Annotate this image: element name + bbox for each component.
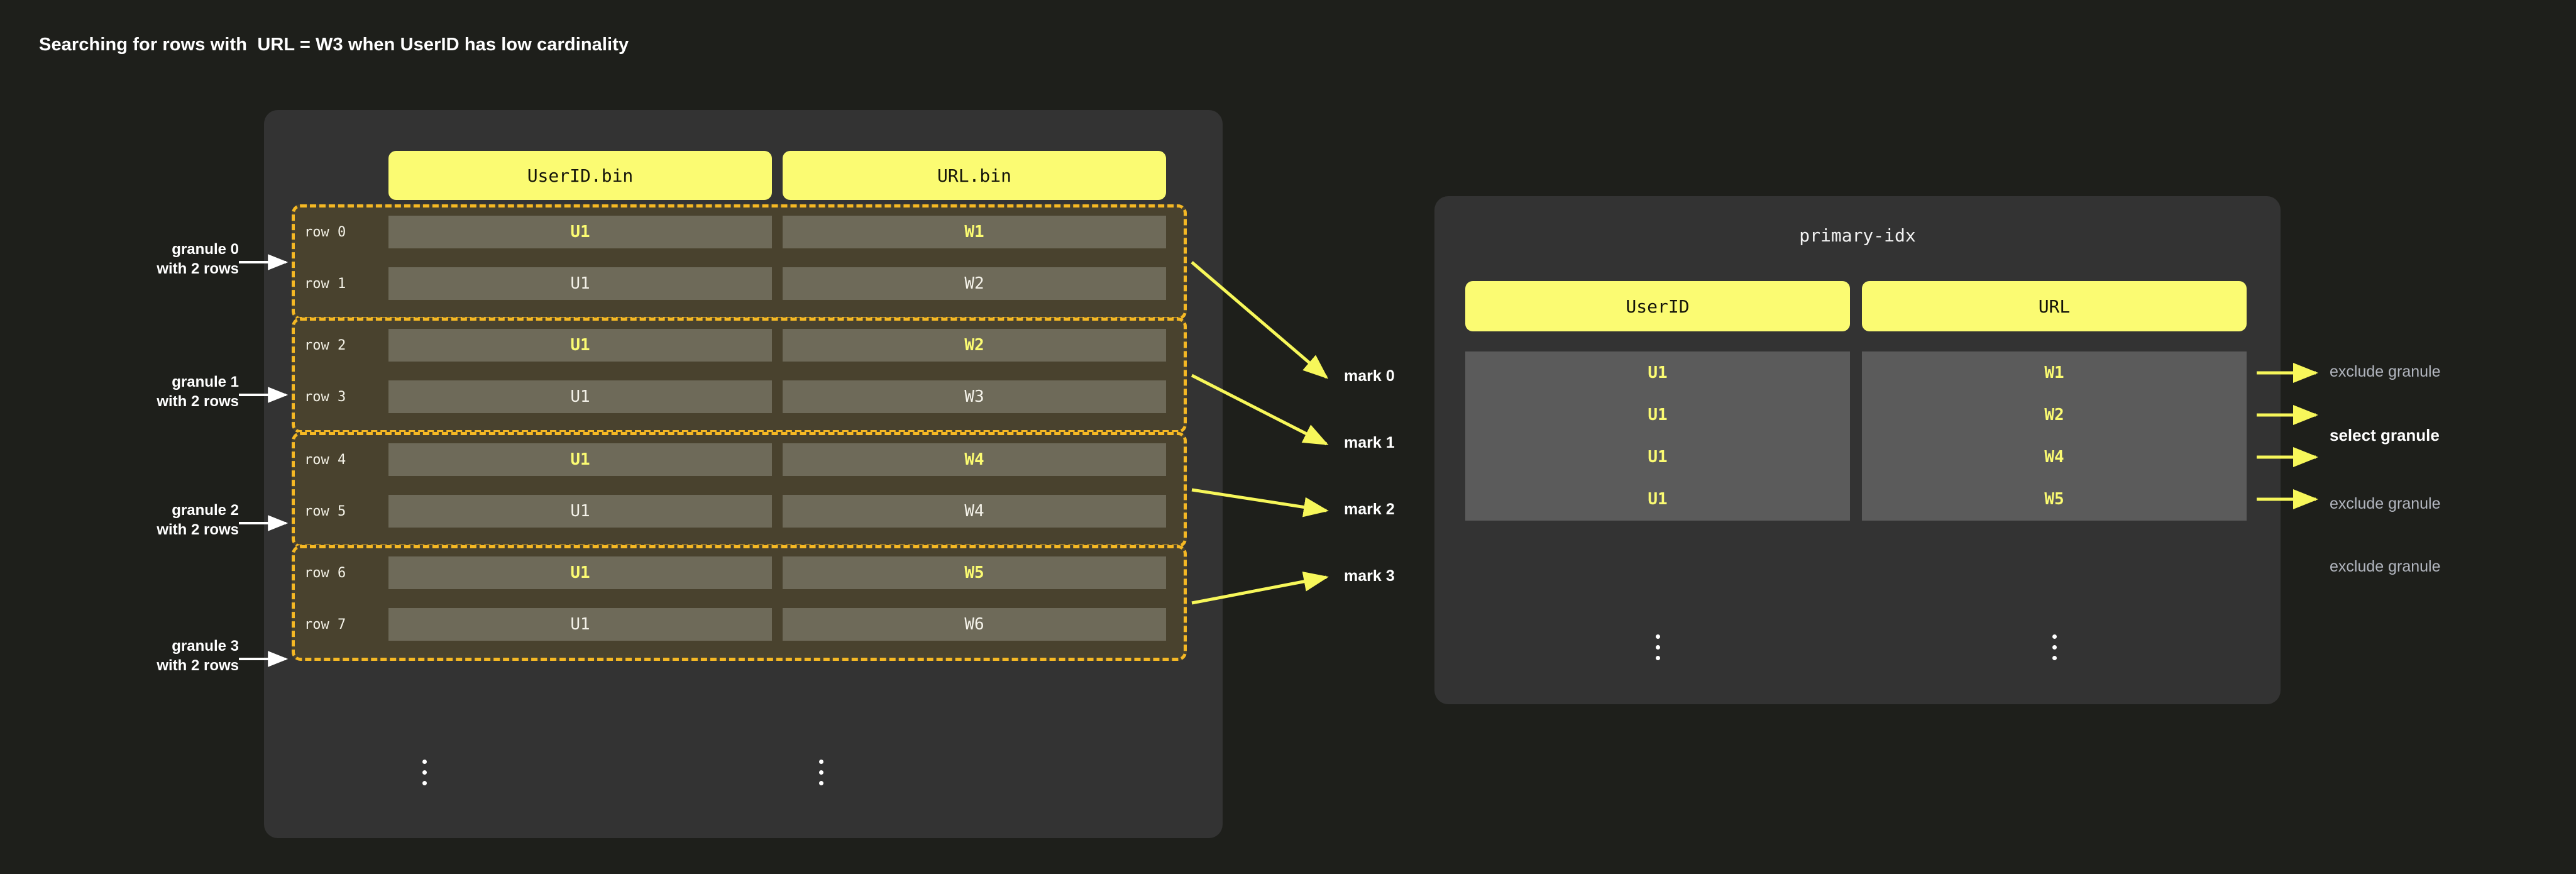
page-title: Searching for rows with URL = W3 when Us… <box>39 35 629 55</box>
granule-note: granule 2 with 2 rows <box>63 501 239 539</box>
mark-label: mark 1 <box>1344 434 1395 451</box>
index-cell-userid: U1 <box>1465 436 1850 478</box>
row-label: row 5 <box>304 503 346 519</box>
index-cell-url: W4 <box>1862 436 2247 478</box>
data-cell-userid: U1 <box>388 329 772 362</box>
row-label: row 6 <box>304 565 346 581</box>
index-cell-userid: U1 <box>1465 351 1850 394</box>
index-column-header-userid: UserID <box>1465 281 1850 331</box>
granule-note-line2: with 2 rows <box>157 521 239 538</box>
granule-note-line1: granule 2 <box>172 502 239 519</box>
url-bin-ellipsis-icon <box>819 760 823 785</box>
primary-idx-caption: primary-idx <box>1799 225 1916 246</box>
data-cell-userid: U1 <box>388 443 772 476</box>
userid-bin-ellipsis-icon <box>422 760 427 785</box>
verdict-label-exclude: exclude granule <box>2330 495 2441 512</box>
data-cell-userid: U1 <box>388 380 772 413</box>
row-label: row 1 <box>304 275 346 292</box>
granule-note: granule 0 with 2 rows <box>63 240 239 279</box>
data-cell-url: W2 <box>783 267 1166 300</box>
mark-label: mark 0 <box>1344 367 1395 385</box>
row-label: row 4 <box>304 451 346 468</box>
data-cell-url: W6 <box>783 608 1166 641</box>
data-cell-url: W3 <box>783 380 1166 413</box>
column-header-url-bin: URL.bin <box>783 151 1166 200</box>
index-userid-ellipsis-icon <box>1656 634 1660 660</box>
verdict-label-exclude: exclude granule <box>2330 363 2441 380</box>
mark-label: mark 2 <box>1344 501 1395 518</box>
data-cell-url: W2 <box>783 329 1166 362</box>
index-column-header-url: URL <box>1862 281 2247 331</box>
index-cell-userid: U1 <box>1465 478 1850 521</box>
column-header-userid-bin: UserID.bin <box>388 151 772 200</box>
verdict-label-select: select granule <box>2330 426 2440 445</box>
data-cell-userid: U1 <box>388 267 772 300</box>
row-label: row 0 <box>304 224 346 240</box>
index-cell-url: W1 <box>1862 351 2247 394</box>
granule-note-line2: with 2 rows <box>157 392 239 410</box>
index-cell-userid: U1 <box>1465 394 1850 436</box>
data-cell-userid: U1 <box>388 216 772 248</box>
data-cell-url: W4 <box>783 443 1166 476</box>
row-label: row 7 <box>304 616 346 633</box>
granule-note-line1: granule 0 <box>172 241 239 258</box>
index-url-ellipsis-icon <box>2052 634 2057 660</box>
data-cell-url: W5 <box>783 556 1166 589</box>
mark-label: mark 3 <box>1344 567 1395 585</box>
granule-note-line2: with 2 rows <box>157 260 239 277</box>
data-cell-url: W1 <box>783 216 1166 248</box>
granule-note-line2: with 2 rows <box>157 656 239 674</box>
granule-note: granule 1 with 2 rows <box>63 373 239 411</box>
index-cell-url: W2 <box>1862 394 2247 436</box>
verdict-label-exclude: exclude granule <box>2330 558 2441 575</box>
data-cell-userid: U1 <box>388 495 772 528</box>
data-cell-userid: U1 <box>388 608 772 641</box>
row-label: row 2 <box>304 337 346 353</box>
granule-note-line1: granule 3 <box>172 638 239 655</box>
granule-note-line1: granule 1 <box>172 373 239 390</box>
data-cell-userid: U1 <box>388 556 772 589</box>
index-cell-url: W5 <box>1862 478 2247 521</box>
row-label: row 3 <box>304 389 346 405</box>
data-cell-url: W4 <box>783 495 1166 528</box>
